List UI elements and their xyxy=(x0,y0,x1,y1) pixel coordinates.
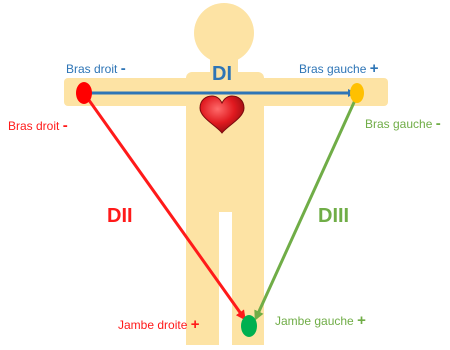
label-top-left-arm: Bras gauche + xyxy=(299,62,379,76)
lead-d3-label: DIII xyxy=(318,206,349,226)
polarity-sign: - xyxy=(63,117,68,134)
electrode-right-arm xyxy=(76,82,92,104)
body-head xyxy=(194,3,254,63)
label-text: Jambe gauche xyxy=(275,314,354,328)
polarity-sign: - xyxy=(121,60,126,77)
polarity-sign: + xyxy=(357,312,366,329)
label-side-left-arm: Bras gauche - xyxy=(365,117,441,131)
label-side-right-arm: Bras droit - xyxy=(8,119,68,133)
label-right-leg: Jambe droite + xyxy=(118,318,199,332)
lead-d2-label: DII xyxy=(107,206,133,226)
label-text: Jambe droite xyxy=(118,318,187,332)
label-top-right-arm: Bras droit - xyxy=(66,62,126,76)
electrode-left-leg xyxy=(241,315,257,337)
polarity-sign: + xyxy=(370,60,379,77)
polarity-sign: - xyxy=(436,115,441,132)
label-text: Bras droit xyxy=(66,62,117,76)
label-text: Bras gauche xyxy=(299,62,366,76)
label-text: Bras droit xyxy=(8,119,59,133)
label-left-leg: Jambe gauche + xyxy=(275,314,366,328)
label-text: Bras gauche xyxy=(365,117,432,131)
lead-d1-label: DI xyxy=(212,64,232,84)
electrode-left-arm xyxy=(350,83,364,103)
polarity-sign: + xyxy=(191,316,200,333)
